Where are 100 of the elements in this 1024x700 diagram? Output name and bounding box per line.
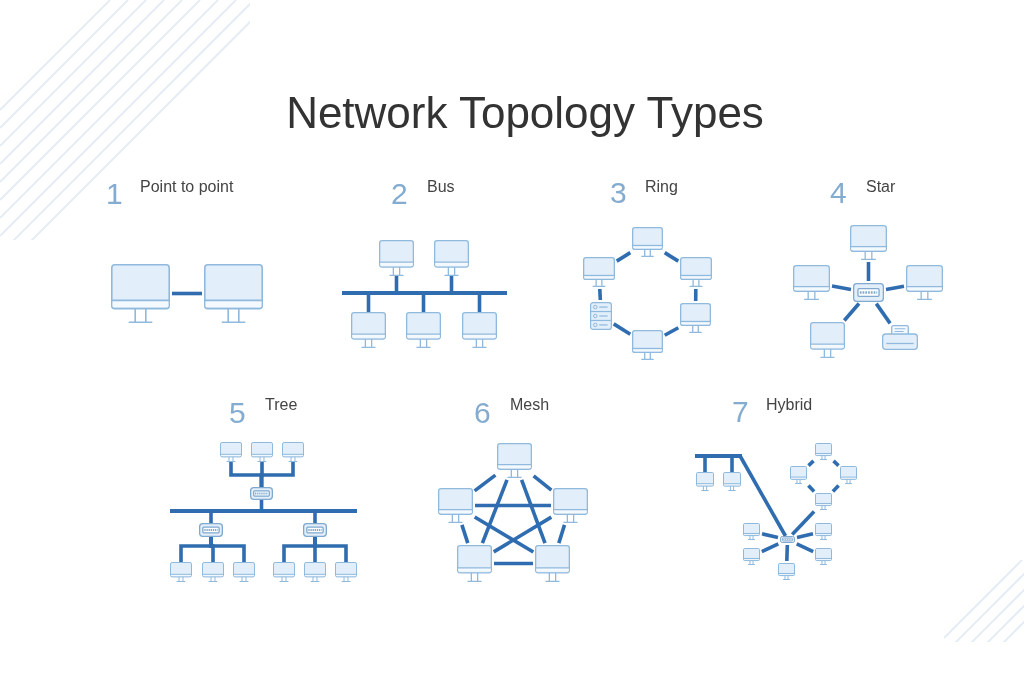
topology-name: Bus	[427, 179, 455, 195]
network-link	[473, 473, 497, 493]
monitor-icon	[282, 442, 304, 462]
topology-name: Hybrid	[766, 397, 813, 413]
network-link	[738, 455, 788, 537]
network-link	[885, 284, 905, 292]
monitor-icon	[743, 523, 760, 540]
monitor-icon	[170, 562, 192, 582]
topology-name: Star	[866, 179, 896, 195]
monitor-icon	[840, 466, 857, 484]
network-link	[663, 251, 680, 263]
network-link	[480, 479, 509, 544]
monitor-icon	[790, 466, 807, 484]
network-link	[807, 484, 816, 493]
monitor-icon	[632, 227, 663, 257]
topology-number: 7	[732, 397, 749, 427]
monitor-icon	[273, 562, 295, 582]
network-switch-icon	[780, 536, 795, 543]
network-link	[475, 503, 551, 508]
monitor-icon	[778, 563, 795, 580]
network-link	[795, 542, 814, 554]
network-switch-icon	[303, 523, 327, 537]
monitor-icon	[379, 240, 414, 276]
network-link	[663, 326, 680, 337]
network-link	[494, 561, 533, 566]
monitor-icon	[220, 442, 242, 462]
network-switch-icon	[853, 283, 884, 302]
network-link	[259, 462, 295, 487]
monitor-icon	[351, 312, 386, 348]
network-link	[492, 515, 553, 554]
monitor-icon	[111, 264, 170, 323]
network-link	[807, 459, 815, 467]
monitor-icon	[535, 545, 570, 582]
network-link	[598, 288, 603, 301]
monitor-icon	[793, 265, 830, 300]
network-link	[532, 474, 553, 492]
monitor-icon	[304, 562, 326, 582]
network-link	[790, 510, 816, 536]
monitor-icon	[680, 257, 712, 287]
topology-name: Mesh	[510, 397, 550, 413]
monitor-icon	[462, 312, 497, 348]
monitor-icon	[810, 322, 845, 358]
topology-number: 2	[391, 179, 408, 209]
network-link	[866, 262, 871, 281]
monitor-icon	[680, 303, 711, 333]
monitor-icon	[204, 264, 263, 323]
monitor-icon	[583, 257, 615, 287]
network-link	[730, 458, 734, 472]
server-icon	[590, 302, 612, 330]
network-link	[460, 524, 470, 544]
topology-number: 3	[610, 178, 627, 208]
monitor-icon	[696, 472, 714, 491]
network-link	[313, 537, 348, 562]
network-link	[831, 484, 840, 493]
monitor-icon	[497, 443, 532, 478]
topology-number: 6	[474, 398, 491, 428]
network-link	[761, 532, 779, 540]
monitor-icon	[723, 472, 741, 491]
network-link	[172, 291, 202, 296]
monitor-icon	[815, 523, 832, 540]
network-link	[874, 302, 892, 325]
network-link	[693, 289, 698, 301]
monitor-icon	[202, 562, 224, 582]
printer-icon	[882, 325, 918, 350]
monitor-icon	[815, 548, 832, 565]
monitor-icon	[457, 545, 492, 582]
network-link	[785, 544, 790, 562]
monitor-icon	[406, 312, 441, 348]
network-link	[473, 515, 535, 554]
topology-number: 4	[830, 178, 847, 208]
network-link	[615, 251, 632, 263]
network-switch-icon	[250, 487, 273, 500]
topology-number: 1	[106, 179, 123, 209]
monitor-icon	[815, 443, 832, 460]
monitor-icon	[251, 442, 273, 462]
monitor-icon	[906, 265, 943, 300]
topology-name: Tree	[265, 397, 298, 413]
network-link	[209, 537, 246, 562]
topology-name: Point to point	[140, 179, 234, 195]
network-link	[831, 284, 852, 292]
monitor-icon	[438, 488, 473, 523]
monitor-icon	[815, 493, 832, 510]
monitor-icon	[850, 225, 887, 260]
topology-name: Ring	[645, 179, 678, 195]
network-link	[832, 459, 840, 467]
monitor-icon	[335, 562, 357, 582]
network-link	[796, 532, 814, 540]
network-link	[703, 458, 707, 472]
network-link	[209, 513, 213, 523]
topology-number: 5	[229, 398, 246, 428]
network-link	[557, 524, 567, 544]
diagram-title: Network Topology Types	[286, 91, 764, 135]
network-switch-icon	[199, 523, 223, 537]
network-link	[612, 322, 632, 336]
monitor-icon	[553, 488, 588, 523]
network-link	[842, 302, 861, 322]
network-link	[519, 479, 547, 544]
network-link	[761, 542, 780, 554]
monitor-icon	[233, 562, 255, 582]
monitor-icon	[434, 240, 469, 276]
